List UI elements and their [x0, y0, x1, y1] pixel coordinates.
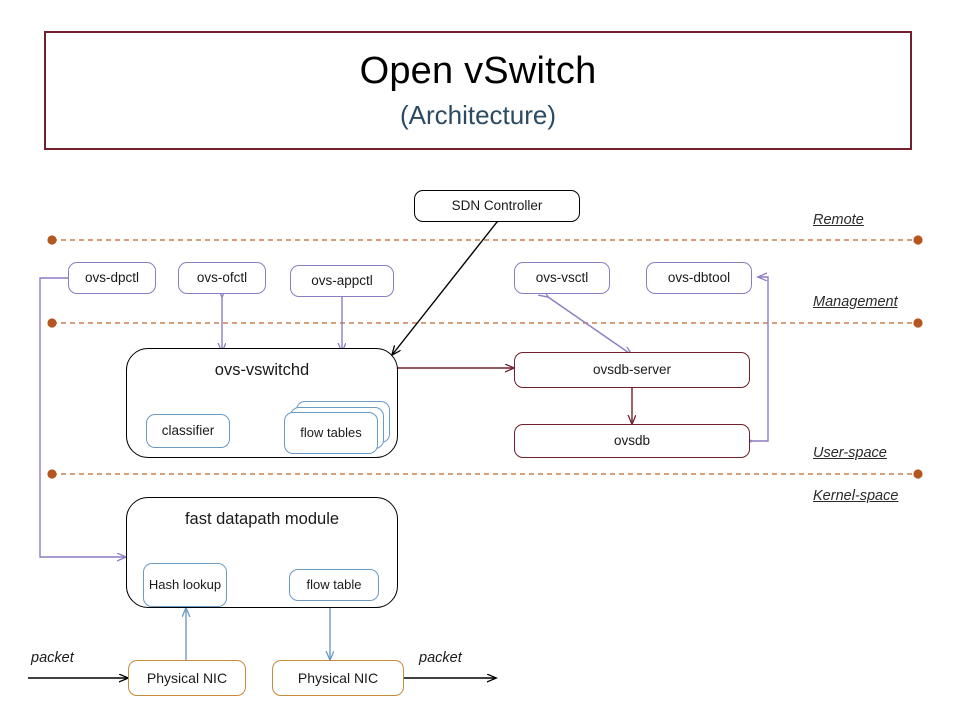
node-physical-nic-right[interactable]: Physical NIC: [272, 660, 404, 696]
node-ovsdb[interactable]: ovsdb: [514, 424, 750, 458]
node-ovs-vsctl[interactable]: ovs-vsctl: [514, 262, 610, 294]
node-physical-nic-left[interactable]: Physical NIC: [128, 660, 246, 696]
container-title-ovs-vswitchd: ovs-vswitchd: [214, 361, 310, 379]
zone-label-user-space: User-space: [813, 445, 887, 461]
page-subtitle: (Architecture): [399, 99, 557, 130]
edge-dpctl-datapath: [39, 278, 126, 557]
edge-sdn-vswitchd: [392, 222, 497, 355]
node-ovs-ofctl[interactable]: ovs-ofctl: [178, 262, 266, 294]
node-flow-table[interactable]: flow table: [289, 569, 379, 601]
zone-separator-management: [47, 318, 923, 328]
node-hash-lookup[interactable]: Hash lookup: [143, 563, 227, 607]
node-sdn-controller[interactable]: SDN Controller: [414, 190, 580, 222]
node-classifier[interactable]: classifier: [146, 414, 230, 448]
zone-separator-remote: [47, 235, 923, 245]
node-ovs-appctl[interactable]: ovs-appctl: [290, 265, 394, 297]
packet-label-ingress: packet: [31, 650, 74, 666]
zone-label-kernel-space: Kernel-space: [813, 488, 899, 504]
node-ovsdb-server[interactable]: ovsdb-server: [514, 352, 750, 388]
edge-vsctl-ovsdbserver: [548, 297, 632, 355]
container-title-fast-datapath-module: fast datapath module: [184, 510, 340, 528]
zone-label-management: Management: [813, 294, 898, 310]
node-ovs-dbtool[interactable]: ovs-dbtool: [646, 262, 752, 294]
zone-label-remote: Remote: [813, 212, 864, 228]
title-box: Open vSwitch (Architecture): [44, 31, 912, 150]
zone-separator-userspace: [47, 469, 923, 479]
packet-label-egress: packet: [419, 650, 462, 666]
page-title: Open vSwitch: [359, 49, 597, 92]
edge-dbtool-ovsdb: [752, 277, 769, 441]
node-flow-tables[interactable]: flow tables: [284, 412, 378, 454]
node-ovs-dpctl[interactable]: ovs-dpctl: [68, 262, 156, 294]
